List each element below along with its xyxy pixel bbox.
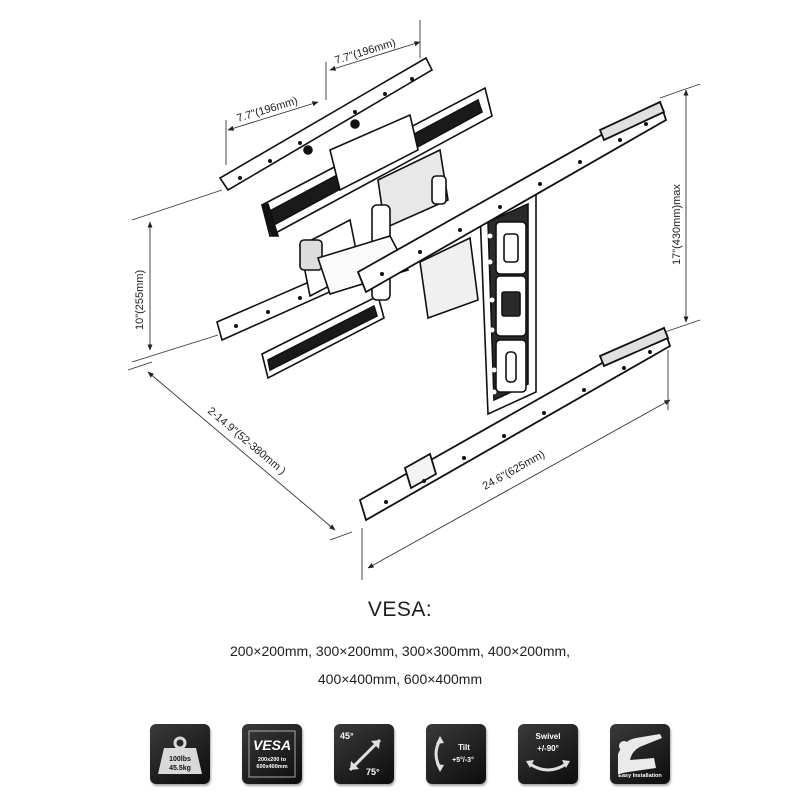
tilt-badge: Tilt +5°/-3° [426, 724, 486, 784]
dimension-lines [127, 20, 701, 580]
tilt-arrow-icon [434, 736, 444, 772]
weight-capacity-badge: 100lbs 45.5kg [150, 724, 210, 784]
swivel-title: Swivel [535, 732, 561, 741]
vesa-badge: VESA 200x200 to 600x400mm [242, 724, 302, 784]
wall-plate [479, 186, 537, 416]
weight-capacity-lbs: 100lbs [169, 756, 191, 763]
vesa-heading: VESA: [367, 598, 433, 621]
dim-label-lower-height: 10"(255mm) [134, 270, 146, 330]
swivel-angle-badge: 45° 75° [334, 724, 394, 784]
dim-label-width: 24.6"(625mm) [481, 449, 547, 493]
tilt-title: Tilt [458, 743, 470, 752]
pivot-joints [299, 113, 479, 320]
lower-arm [261, 294, 385, 380]
swivel-arrow-icon [526, 760, 570, 772]
dim-label-max-height: 17"(430mm)max [671, 184, 683, 265]
swivel-angle-top: 45° [340, 731, 354, 741]
vesa-sizes-line-1: 200×200mm, 300×200mm, 300×300mm, 400×200… [229, 643, 571, 659]
dim-label-vesa-left: 7.7"(196mm) [235, 95, 299, 125]
feature-icon-row: 100lbs 45.5kg VESA 200x200 to 600x400mm … [150, 724, 670, 786]
installer-icon [618, 734, 662, 774]
front-vesa-rails [356, 100, 672, 522]
weight-icon [158, 736, 202, 774]
swivel-range: +/-90° [537, 744, 559, 753]
vesa-icon [248, 730, 296, 778]
double-arrow-icon [348, 738, 382, 772]
easy-installation-badge: Easy Installation [610, 724, 670, 784]
vesa-badge-range-1: 200x200 to [257, 757, 287, 763]
vesa-badge-title: VESA [252, 737, 292, 753]
tilt-range: +5°/-3° [452, 757, 474, 764]
tv-mount-diagram: 7.7"(196mm) 7.7"(196mm) 10"(255mm) 17"(4… [127, 20, 701, 580]
weight-capacity-kg: 45.5kg [169, 765, 191, 772]
vesa-badge-range-2: 600x400mm [256, 764, 288, 770]
vesa-sizes-line-2: 400×400mm, 600×400mm [317, 671, 483, 687]
easy-installation-label: Easy Installation [618, 773, 662, 779]
swivel-badge: Swivel +/-90° [518, 724, 578, 784]
dim-label-extension: 2-14.9"(52-380mm ) [205, 405, 288, 477]
swivel-angle-bottom: 75° [366, 767, 380, 777]
